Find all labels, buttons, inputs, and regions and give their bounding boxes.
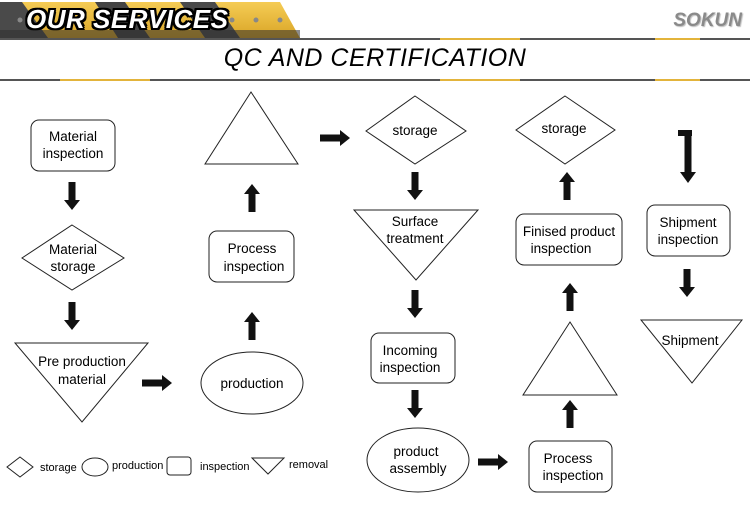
node-shipment-inspection xyxy=(646,204,731,257)
legend-label-removal: removal xyxy=(289,459,328,471)
arrow-down-icon xyxy=(407,390,423,418)
node-triangle-1 xyxy=(204,91,299,165)
label-product-assembly-2: assembly xyxy=(389,461,446,476)
node-material-storage xyxy=(21,224,125,291)
top-rule xyxy=(0,38,750,40)
arrow-up-icon xyxy=(559,172,575,200)
services-banner: OUR SERVICES xyxy=(0,0,300,40)
banner-stripes xyxy=(0,2,300,38)
label-shipment-inspection: Shipment xyxy=(659,215,716,230)
arrow-down-icon xyxy=(64,302,80,330)
arrow-up-icon xyxy=(244,312,260,340)
arrow-right-icon xyxy=(320,130,350,146)
node-incoming-inspection xyxy=(370,332,456,384)
node-storage-2 xyxy=(515,95,616,165)
arrow-up-icon xyxy=(562,283,578,311)
node-shipment xyxy=(639,319,744,384)
label-pre-production-2: material xyxy=(58,372,106,387)
label-process-inspection-2: Process xyxy=(544,451,593,466)
corner-arrow-icon xyxy=(678,130,696,183)
label-material-storage-2: storage xyxy=(50,259,95,274)
node-finished-product-inspection xyxy=(515,213,623,266)
node-material-inspection xyxy=(30,119,116,172)
node-triangle-2 xyxy=(522,321,618,396)
legend-label-production: production xyxy=(112,460,163,472)
arrow-down-icon xyxy=(407,172,423,200)
legend-label-inspection: inspection xyxy=(200,461,250,473)
title-rule xyxy=(0,79,750,81)
banner-title: OUR SERVICES xyxy=(26,4,229,34)
label-material-inspection: Material xyxy=(49,129,97,144)
label-incoming-inspection-2: inspection xyxy=(380,360,441,375)
node-storage-1 xyxy=(365,95,467,165)
arrow-right-icon xyxy=(478,454,508,470)
label-incoming-inspection: Incoming xyxy=(383,343,438,358)
label-material-storage: Material xyxy=(49,242,97,257)
brand-logo: SOKUN xyxy=(673,10,742,31)
node-surface-treatment xyxy=(352,209,480,281)
label-shipment-inspection-2: inspection xyxy=(658,232,719,247)
label-pre-production: Pre production xyxy=(38,354,126,369)
label-shipment: Shipment xyxy=(661,333,718,348)
label-process-inspection-1: Process xyxy=(228,241,277,256)
legend-triangle-icon xyxy=(250,457,286,475)
page-title: QC AND CERTIFICATION xyxy=(223,44,527,72)
node-product-assembly xyxy=(366,427,470,493)
arrow-right-icon xyxy=(142,375,172,391)
label-material-inspection-2: inspection xyxy=(43,146,104,161)
arrow-down-icon xyxy=(407,290,423,318)
arrow-up-icon xyxy=(244,184,260,212)
arrow-down-icon xyxy=(64,182,80,210)
label-finished-product-2: inspection xyxy=(531,241,592,256)
label-finished-product: Finised product xyxy=(523,224,616,239)
node-process-inspection-2 xyxy=(528,440,613,493)
node-process-inspection-1 xyxy=(208,230,295,283)
label-product-assembly: product xyxy=(393,444,438,459)
label-surface-treatment: Surface xyxy=(392,214,439,229)
arrow-up-icon xyxy=(562,400,578,428)
legend-ellipse-icon xyxy=(81,457,109,477)
label-production: production xyxy=(220,376,283,391)
label-surface-treatment-2: treatment xyxy=(386,231,443,246)
label-process-inspection-1b: inspection xyxy=(224,259,285,274)
node-production xyxy=(200,351,304,415)
arrow-down-icon xyxy=(679,269,695,297)
label-process-inspection-2b: inspection xyxy=(543,468,604,483)
legend-diamond-icon xyxy=(6,456,34,478)
legend-rect-icon xyxy=(166,456,192,476)
legend-label-storage: storage xyxy=(40,462,77,474)
label-storage-2: storage xyxy=(541,121,586,136)
label-storage-1: storage xyxy=(392,123,437,138)
node-pre-production-material xyxy=(13,342,150,423)
legend xyxy=(6,456,286,478)
